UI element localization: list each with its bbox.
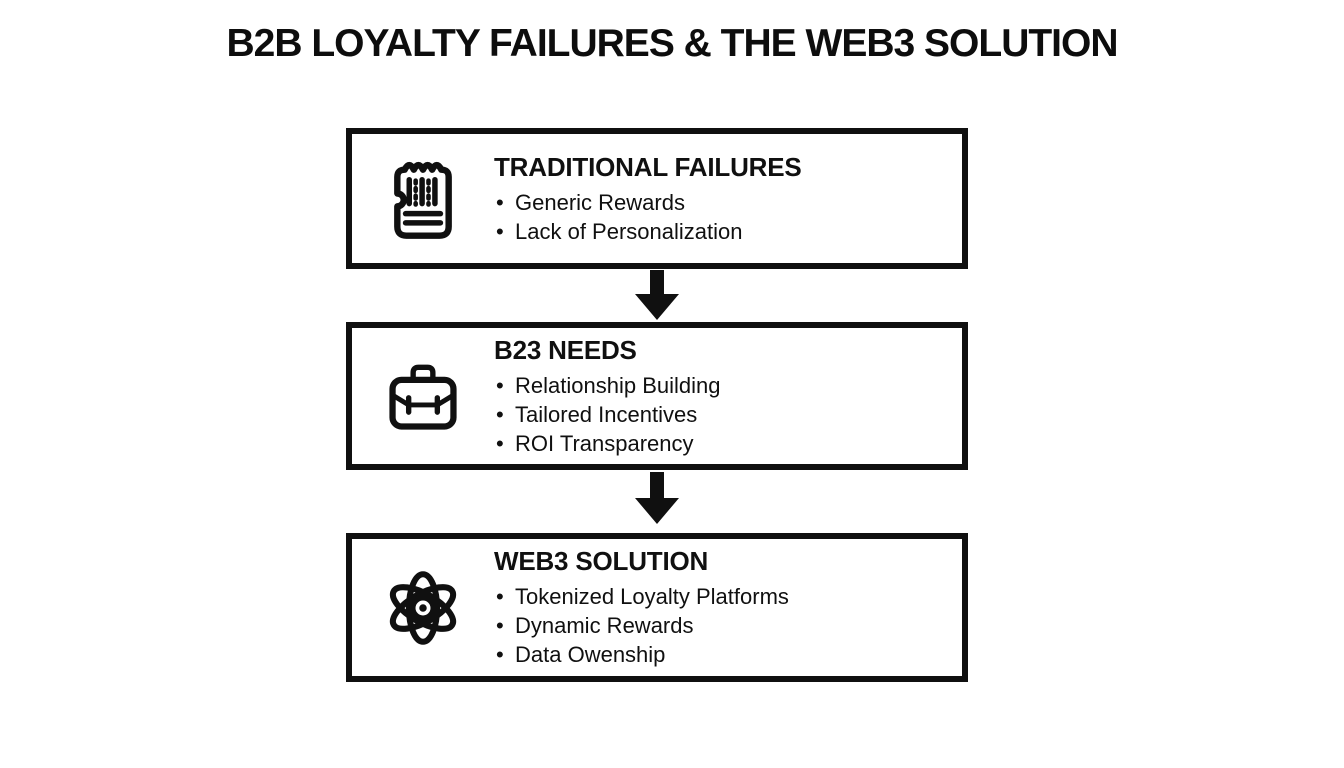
node-bullet-list: Relationship Building Tailored Incentive… <box>494 371 720 458</box>
node-traditional-failures: TRADITIONAL FAILURES Generic Rewards Lac… <box>346 128 968 269</box>
node-heading: WEB3 SOLUTION <box>494 546 709 576</box>
down-arrow-icon <box>635 270 679 320</box>
node-bullet-list: Tokenized Loyalty Platforms Dynamic Rewa… <box>494 582 789 669</box>
briefcase-icon <box>378 351 468 441</box>
bullet-item: ROI Transparency <box>494 429 720 458</box>
bullet-item: Dynamic Rewards <box>494 611 789 640</box>
node-heading: TRADITIONAL FAILURES <box>494 151 802 182</box>
bullet-item: Relationship Building <box>494 371 720 400</box>
receipt-icon <box>378 153 468 245</box>
bullet-item: Tailored Incentives <box>494 400 720 429</box>
bullet-item: Generic Rewards <box>494 188 802 217</box>
bullet-item: Data Owenship <box>494 640 789 669</box>
bullet-item: Lack of Personalization <box>494 217 802 246</box>
node-heading: B23 NEEDS <box>494 334 637 365</box>
atom-icon <box>378 560 468 656</box>
node-bullet-list: Generic Rewards Lack of Personalization <box>494 188 802 246</box>
page-title: B2B LOYALTY FAILURES & THE WEB3 SOLUTION <box>226 22 1118 65</box>
node-b2b-needs: B23 NEEDS Relationship Building Tailored… <box>346 322 968 470</box>
node-web3-solution: WEB3 SOLUTION Tokenized Loyalty Platform… <box>346 533 968 682</box>
down-arrow-icon <box>635 472 679 524</box>
bullet-item: Tokenized Loyalty Platforms <box>494 582 789 611</box>
